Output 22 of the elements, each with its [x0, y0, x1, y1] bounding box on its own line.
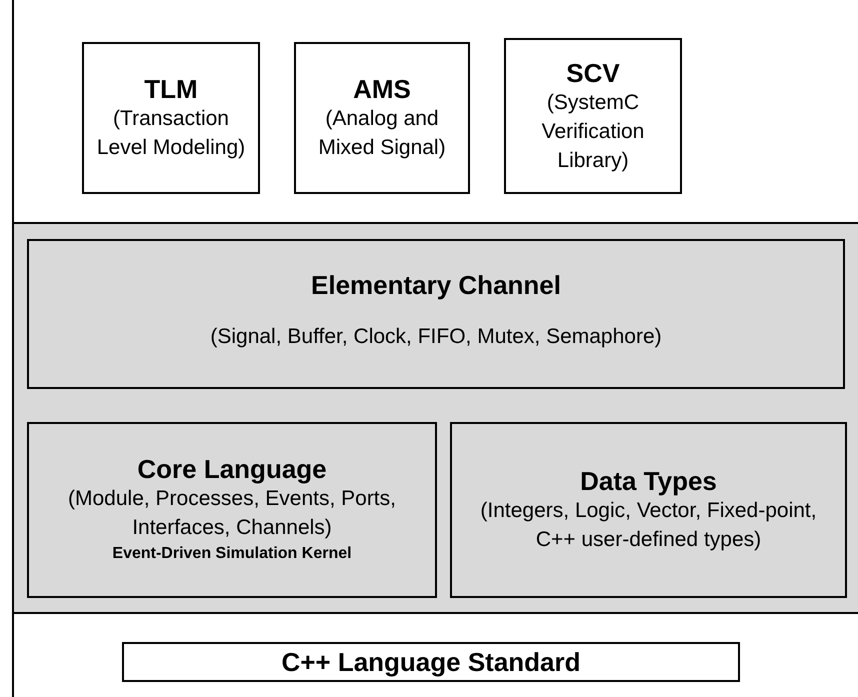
module-box: [122, 642, 740, 682]
module-description: (Module, Processes, Events, Ports, Interfaces, Channels): [67, 486, 397, 541]
module-box: [82, 42, 260, 194]
kernel-label: Event-Driven Simulation Kernel: [112, 544, 352, 564]
module-title: Core Language: [137, 454, 327, 484]
module-box: [294, 42, 470, 194]
module-title: Elementary Channel: [311, 270, 561, 300]
module-box: [27, 239, 845, 389]
module-description: (Analog and Mixed Signal): [317, 106, 447, 161]
module-title: SCV: [566, 58, 620, 88]
layer-band: [12, 222, 858, 614]
module-title: AMS: [353, 74, 411, 104]
module-description: (Transaction Level Modeling): [96, 106, 246, 161]
module-title: C++ Language Standard: [281, 647, 581, 677]
module-description: (Signal, Buffer, Clock, FIFO, Mutex, Semaphore): [210, 324, 662, 350]
module-description: (SystemC Verification Library): [540, 90, 646, 174]
module-title: Data Types: [580, 466, 717, 496]
module-title: TLM: [144, 74, 198, 104]
module-box: [504, 38, 682, 194]
module-description: (Integers, Logic, Vector, Fixed-point, C++ user-defined types): [479, 498, 818, 553]
module-box: [450, 422, 847, 598]
module-box: [27, 422, 437, 598]
